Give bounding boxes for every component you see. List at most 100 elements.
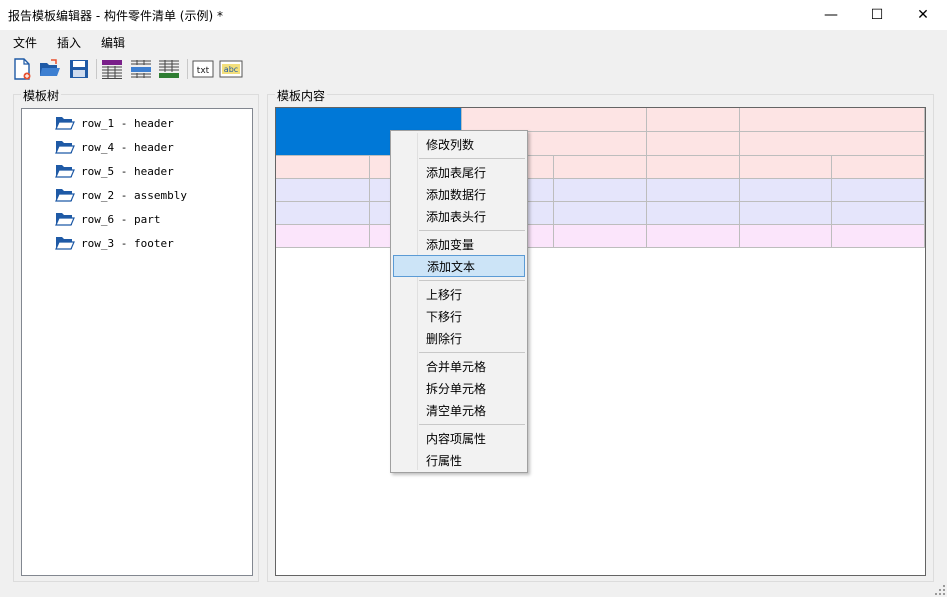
minimize-button[interactable]: — xyxy=(808,0,854,30)
tree-item[interactable]: row_2 - assembly xyxy=(55,185,187,205)
ctx-separator xyxy=(419,158,525,159)
template-cell[interactable] xyxy=(647,202,740,225)
folder-open-icon xyxy=(55,117,75,130)
template-cell[interactable] xyxy=(647,225,740,248)
template-cell[interactable] xyxy=(554,202,647,225)
template-cell[interactable] xyxy=(462,108,647,132)
text-icon: txt xyxy=(192,60,214,78)
template-cell[interactable] xyxy=(832,179,925,202)
folder-open-icon xyxy=(55,237,75,250)
menu-file[interactable]: 文件 xyxy=(13,36,38,50)
save-button[interactable] xyxy=(67,57,91,81)
save-icon xyxy=(70,60,88,78)
template-cell[interactable] xyxy=(740,132,925,156)
content-group xyxy=(267,94,934,582)
template-cell[interactable] xyxy=(276,202,370,225)
ctx-separator xyxy=(419,424,525,425)
maximize-button[interactable]: ☐ xyxy=(854,0,900,30)
template-cell[interactable] xyxy=(647,179,740,202)
tree-item[interactable]: row_1 - header xyxy=(55,113,174,133)
template-cell[interactable] xyxy=(832,156,925,179)
ctx-add-header-row[interactable]: 添加表头行 xyxy=(426,209,487,224)
tree-item-label: row_5 - header xyxy=(81,164,174,178)
toolbar: txt abc xyxy=(0,55,947,85)
template-cell[interactable] xyxy=(832,225,925,248)
footer-row[interactable] xyxy=(276,225,925,248)
template-tree[interactable]: row_1 - header row_4 - header row_5 - he… xyxy=(21,108,253,576)
template-cell[interactable] xyxy=(554,225,647,248)
add-data-row-button[interactable] xyxy=(129,57,153,81)
tree-item[interactable]: row_4 - header xyxy=(55,137,174,157)
template-content[interactable] xyxy=(275,107,926,576)
open-folder-icon xyxy=(40,59,60,76)
folder-open-icon xyxy=(55,213,75,226)
close-icon: ✕ xyxy=(917,7,929,23)
folder-open-icon xyxy=(55,141,75,154)
tree-item-label: row_4 - header xyxy=(81,140,174,154)
resize-grip-icon[interactable] xyxy=(935,585,945,595)
new-file-button[interactable] xyxy=(10,57,34,81)
tree-group-title: 模板树 xyxy=(21,87,62,104)
ctx-modify-columns[interactable]: 修改列数 xyxy=(426,137,475,152)
maximize-icon: ☐ xyxy=(870,7,884,23)
tree-group xyxy=(13,94,259,582)
ctx-split-cells[interactable]: 拆分单元格 xyxy=(426,381,487,396)
template-cell[interactable] xyxy=(832,202,925,225)
tree-item-label: row_6 - part xyxy=(81,212,161,226)
table-footer-icon xyxy=(159,60,179,78)
ctx-row-properties[interactable]: 行属性 xyxy=(426,453,463,468)
tree-item-label: row_1 - header xyxy=(81,116,174,130)
ctx-move-row-up[interactable]: 上移行 xyxy=(426,287,463,302)
title-bar: 报告模板编辑器 - 构件零件清单 (示例) * — ☐ ✕ xyxy=(0,0,947,30)
ctx-item-properties[interactable]: 内容项属性 xyxy=(426,431,487,446)
tree-item[interactable]: row_3 - footer xyxy=(55,233,174,253)
new-file-icon xyxy=(14,58,31,80)
ctx-add-footer-row[interactable]: 添加表尾行 xyxy=(426,165,487,180)
ctx-add-data-row[interactable]: 添加数据行 xyxy=(426,187,487,202)
toolbar-separator xyxy=(96,59,97,79)
variable-icon-label: abc xyxy=(224,65,238,74)
ctx-delete-row[interactable]: 删除行 xyxy=(426,331,463,346)
template-cell[interactable] xyxy=(740,202,832,225)
ctx-add-variable[interactable]: 添加变量 xyxy=(426,237,475,252)
ctx-separator xyxy=(419,230,525,231)
header-row-merged xyxy=(276,108,925,156)
header-row[interactable] xyxy=(276,156,925,179)
close-button[interactable]: ✕ xyxy=(900,0,946,30)
menu-bar: 文件 插入 编辑 xyxy=(0,30,947,52)
template-cell[interactable] xyxy=(647,108,740,132)
ctx-clear-cells[interactable]: 清空单元格 xyxy=(426,403,487,418)
tree-item-label: row_2 - assembly xyxy=(81,188,187,202)
template-cell[interactable] xyxy=(647,156,740,179)
assembly-row[interactable] xyxy=(276,179,925,202)
tree-item[interactable]: row_6 - part xyxy=(55,209,160,229)
open-button[interactable] xyxy=(38,57,62,81)
minimize-icon: — xyxy=(824,7,838,23)
menu-edit[interactable]: 编辑 xyxy=(101,36,126,50)
template-cell[interactable] xyxy=(740,108,925,132)
context-menu: 修改列数 添加表尾行 添加数据行 添加表头行 添加变量 添加文本 上移行 下移行… xyxy=(390,130,528,473)
table-header-icon xyxy=(102,60,122,79)
template-cell[interactable] xyxy=(554,156,647,179)
tree-item[interactable]: row_5 - header xyxy=(55,161,174,181)
template-cell[interactable] xyxy=(740,156,832,179)
add-text-button[interactable]: txt xyxy=(191,57,215,81)
part-row[interactable] xyxy=(276,202,925,225)
template-cell[interactable] xyxy=(276,179,370,202)
ctx-add-text[interactable]: 添加文本 xyxy=(393,255,525,277)
add-footer-row-button[interactable] xyxy=(157,57,181,81)
template-cell[interactable] xyxy=(740,179,832,202)
menu-insert[interactable]: 插入 xyxy=(57,36,82,50)
template-cell[interactable] xyxy=(554,179,647,202)
template-cell[interactable] xyxy=(740,225,832,248)
template-cell[interactable] xyxy=(276,225,370,248)
ctx-merge-cells[interactable]: 合并单元格 xyxy=(426,359,487,374)
tree-item-label: row_3 - footer xyxy=(81,236,174,250)
add-variable-button[interactable]: abc xyxy=(219,57,243,81)
ctx-move-row-down[interactable]: 下移行 xyxy=(426,309,463,324)
template-cell[interactable] xyxy=(276,156,370,179)
folder-open-icon xyxy=(55,189,75,202)
add-header-row-button[interactable] xyxy=(100,57,124,81)
template-cell[interactable] xyxy=(647,132,740,156)
ctx-separator xyxy=(419,352,525,353)
